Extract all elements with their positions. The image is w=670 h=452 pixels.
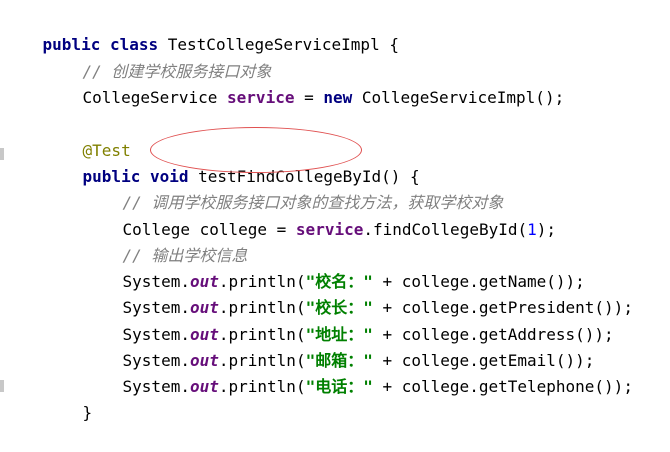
getter-call: + college.getTelephone()); [372,377,633,396]
code-line-println[interactable]: System.out.println("校长：" + college.getPr… [84,269,633,317]
string-literal: "校长：" [305,298,373,317]
annotation-test: @Test [82,141,131,160]
string-literal: "校名：" [305,272,373,291]
getter-call: + college.getEmail()); [372,351,595,370]
code-line-class-declaration[interactable]: public class TestCollegeServiceImpl { [4,6,399,54]
system-class: System. [122,298,190,317]
keyword-public: public [82,167,141,186]
method-call: .findCollegeById( [363,220,528,239]
code-line-println[interactable]: System.out.println("地址：" + college.getAd… [84,296,614,344]
system-class: System. [122,377,190,396]
highlight-ellipse [150,127,362,173]
code-line-comment[interactable]: // 输出学校信息 [84,217,248,265]
println-call: .println( [218,298,306,317]
number-literal: 1 [527,220,537,239]
call-close: ); [536,220,557,239]
println-call: .println( [218,272,306,291]
field-service: service [295,220,364,239]
class-name: TestCollegeServiceImpl { [158,35,399,54]
string-literal: "地址：" [305,325,373,344]
getter-call: + college.getName()); [372,272,585,291]
code-line-comment[interactable]: // 调用学校服务接口对象的查找方法，获取学校对象 [84,164,504,212]
code-line-find-college[interactable]: College college = service.findCollegeByI… [84,191,557,239]
keyword-void: void [149,167,189,186]
variable-declaration: College college = [122,220,296,239]
system-class: System. [122,272,190,291]
comment-text: // 输出学校信息 [122,246,248,265]
println-call: .println( [218,351,306,370]
keyword-new: new [323,88,353,107]
string-literal: "邮箱：" [305,351,373,370]
code-line-annotation[interactable]: @Test [44,112,131,160]
code-line-comment[interactable]: // 创建学校服务接口对象 [44,33,272,81]
assign-operator: = [294,88,324,107]
field-service: service [227,88,295,107]
code-line-method-declaration[interactable]: public void testFindCollegeById() { [44,138,420,186]
static-field-out: out [189,351,219,370]
gutter-fold-marker[interactable] [0,380,4,392]
println-call: .println( [218,325,306,344]
code-line-println[interactable]: System.out.println("电话：" + college.getTe… [84,348,633,396]
closing-brace: } [82,403,93,422]
constructor-call: CollegeServiceImpl(); [352,88,565,107]
gutter-fold-marker[interactable] [0,148,4,160]
system-class: System. [122,351,190,370]
code-line-closing-brace[interactable]: } [44,374,93,422]
static-field-out: out [189,298,219,317]
comment-text: // 创建学校服务接口对象 [82,62,272,81]
code-line-println[interactable]: System.out.println("校名：" + college.getNa… [84,243,585,291]
comment-text: // 调用学校服务接口对象的查找方法，获取学校对象 [122,193,504,212]
keyword-class: class [109,35,159,54]
keyword-public: public [42,35,101,54]
println-call: .println( [218,377,306,396]
code-editor[interactable]: public class TestCollegeServiceImpl { //… [0,0,670,422]
system-class: System. [122,325,190,344]
getter-call: + college.getAddress()); [372,325,614,344]
static-field-out: out [189,325,219,344]
type-name: CollegeService [82,88,228,107]
getter-call: + college.getPresident()); [372,298,633,317]
string-literal: "电话：" [305,377,373,396]
static-field-out: out [189,272,219,291]
code-line-field-declaration[interactable]: CollegeService service = new CollegeServ… [44,59,565,107]
static-field-out: out [189,377,219,396]
code-line-println[interactable]: System.out.println("邮箱：" + college.getEm… [84,322,595,370]
